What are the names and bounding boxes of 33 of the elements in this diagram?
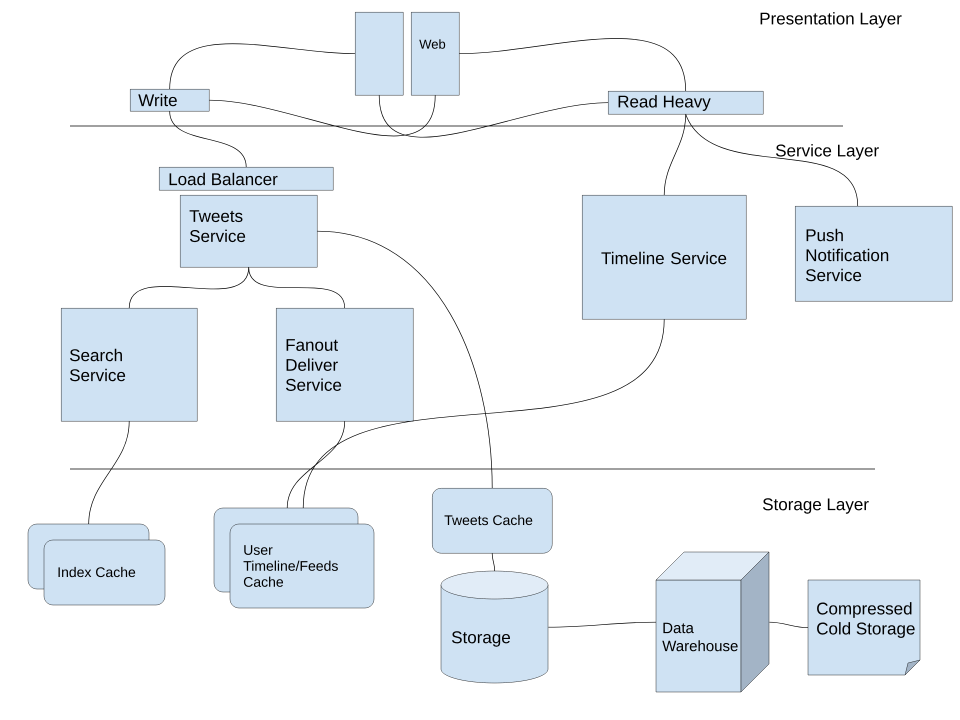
connector (302, 319, 665, 508)
box-label: Fanout Deliver Service (286, 339, 342, 391)
connector (88, 421, 130, 524)
connector (378, 95, 608, 138)
layer-label: Storage Layer (762, 498, 869, 514)
box-label: Timeline Service (601, 252, 726, 264)
layer-label: Presentation Layer (760, 12, 902, 28)
connector (769, 622, 808, 628)
connector (209, 95, 436, 136)
box-label: Search Service (70, 348, 126, 382)
connector (169, 111, 247, 168)
layer-label: Service Layer (776, 144, 879, 160)
box-label: User Timeline/Feeds Cache (244, 545, 338, 587)
box-label: Index Cache (58, 566, 136, 578)
connector (169, 43, 356, 90)
connector (685, 114, 858, 206)
box-label: Push Notification Service (806, 228, 888, 282)
box-label: Compressed Cold Storage (817, 602, 915, 638)
connector (248, 267, 346, 308)
connector (128, 267, 250, 308)
box-label: Write (138, 94, 177, 106)
connector (317, 230, 493, 488)
box-label: Tweets Cache (444, 514, 532, 526)
box-label: Tweets Service (190, 210, 246, 242)
box-label: Web (419, 39, 446, 49)
connector (459, 38, 686, 92)
connector (548, 622, 656, 628)
box-label: Read Heavy (618, 95, 711, 111)
connector (286, 421, 346, 508)
box-label: Load Balancer (170, 172, 278, 186)
client-box (355, 12, 404, 96)
connector (664, 114, 686, 196)
connector (492, 553, 496, 572)
